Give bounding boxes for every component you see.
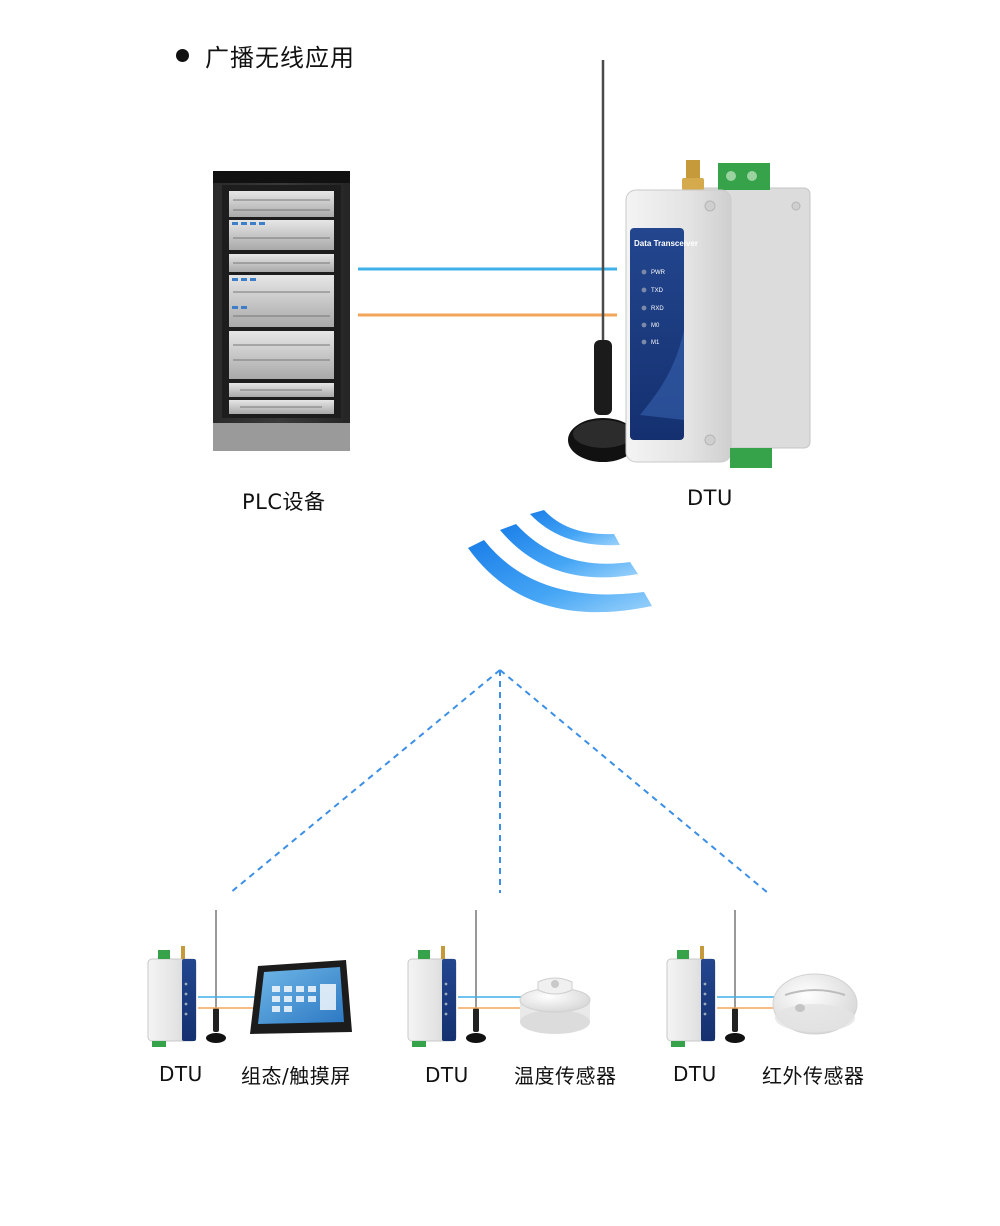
- led-label: M0: [651, 323, 660, 329]
- dtu-label: DTU: [687, 486, 733, 510]
- dtu-panel-text: Data Transceiver: [634, 239, 698, 248]
- bottom-dtu-icon-1: [147, 909, 260, 1048]
- plc-label: PLC设备: [242, 490, 326, 514]
- title-text: 广播无线应用: [205, 44, 355, 72]
- dtu-device-icon: Data Transceiver PWR TXD RXD M0 M1: [568, 60, 811, 468]
- plc-rack-icon: [213, 171, 350, 451]
- temperature-sensor-icon: [519, 977, 591, 1034]
- section-title: 广播无线应用: [176, 38, 355, 73]
- touch-screen-icon: [250, 960, 352, 1034]
- bottom-dtu-icon-3: [666, 909, 785, 1048]
- touch-screen-label: 组态/触摸屏: [241, 1064, 351, 1088]
- led-label: TXD: [651, 288, 664, 294]
- bottom-dtu-icon-2: [407, 909, 525, 1048]
- bottom-dtu-label-2: DTU: [425, 1063, 469, 1087]
- bottom-dtu-label-3: DTU: [673, 1062, 717, 1086]
- infrared-sensor-icon: [772, 973, 858, 1035]
- broadcast-dashed-lines: [229, 669, 769, 894]
- led-label: PWR: [651, 270, 666, 276]
- bottom-dtu-label-1: DTU: [159, 1062, 203, 1086]
- infrared-sensor-label: 红外传感器: [762, 1064, 865, 1088]
- bullet-dot-icon: [176, 49, 189, 62]
- wireless-signal-icon: [468, 510, 652, 613]
- led-label: M1: [651, 340, 660, 346]
- led-label: RXD: [651, 306, 664, 312]
- temperature-sensor-label: 温度传感器: [514, 1064, 617, 1088]
